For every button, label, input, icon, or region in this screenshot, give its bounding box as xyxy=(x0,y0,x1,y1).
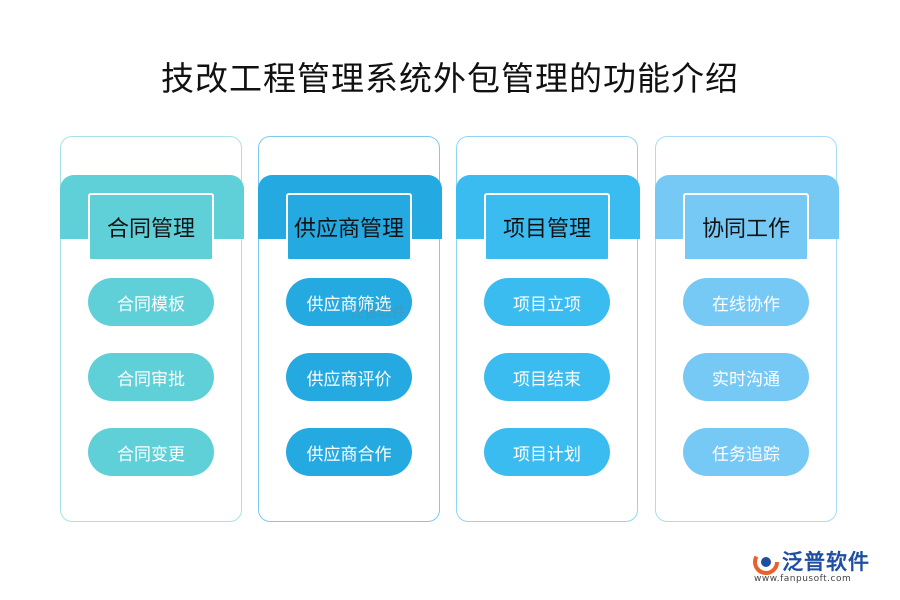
watermark: 泛普软件 xyxy=(350,305,406,321)
item-supplier-screening: 供应商筛选 xyxy=(286,278,412,326)
item-online-collaboration: 在线协作 xyxy=(683,278,809,326)
logo-name: 泛普软件 xyxy=(782,550,870,574)
item-project-plan: 项目计划 xyxy=(484,428,610,476)
item-project-closure: 项目结束 xyxy=(484,353,610,401)
logo-swirl-icon xyxy=(753,549,779,575)
item-supplier-cooperation: 供应商合作 xyxy=(286,428,412,476)
page-title: 技改工程管理系统外包管理的功能介绍 xyxy=(161,59,739,98)
column-header-supplier: 供应商管理 xyxy=(286,193,412,261)
item-contract-template: 合同模板 xyxy=(88,278,214,326)
item-contract-change: 合同变更 xyxy=(88,428,214,476)
item-supplier-evaluation: 供应商评价 xyxy=(286,353,412,401)
column-header-project: 项目管理 xyxy=(484,193,610,261)
logo-url: www.fanpusoft.com xyxy=(754,574,852,584)
item-contract-approval: 合同审批 xyxy=(88,353,214,401)
column-header-collaboration: 协同工作 xyxy=(683,193,809,261)
column-header-contract: 合同管理 xyxy=(88,193,214,261)
item-project-initiation: 项目立项 xyxy=(484,278,610,326)
brand-logo: 泛普软件 www.fanpusoft.com xyxy=(752,544,882,590)
item-task-tracking: 任务追踪 xyxy=(683,428,809,476)
item-realtime-communication: 实时沟通 xyxy=(683,353,809,401)
